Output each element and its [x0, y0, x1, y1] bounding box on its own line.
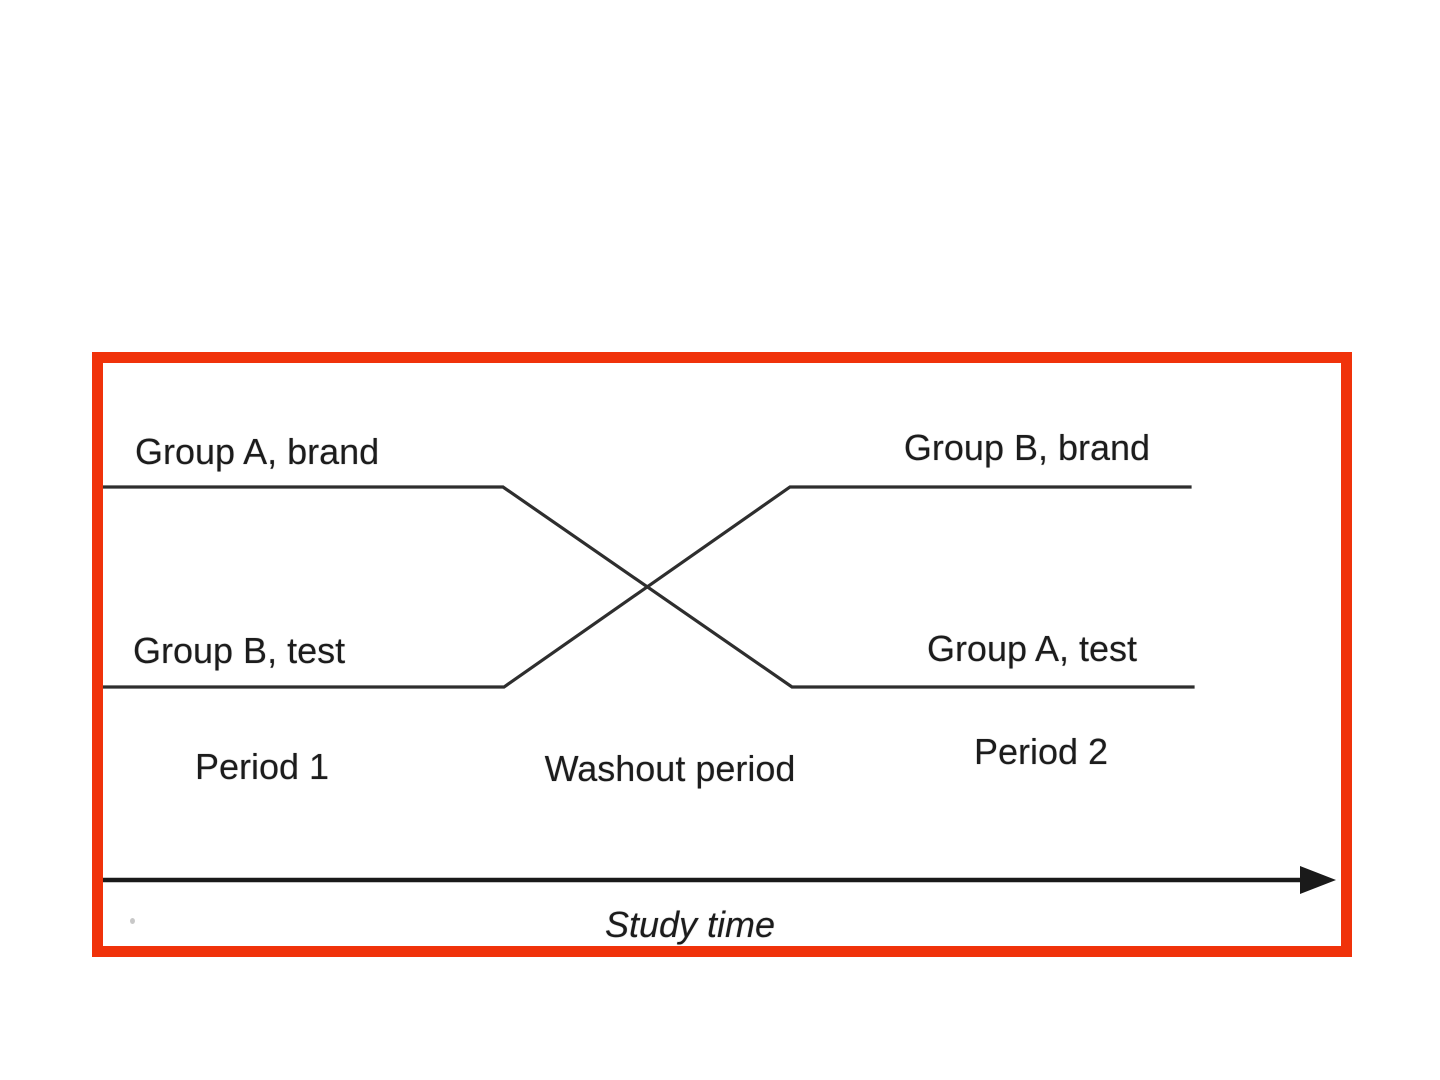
- label-washout-period: Washout period: [544, 748, 796, 789]
- scan-artifact-dot: [130, 918, 135, 924]
- label-group-a-test: Group A, test: [926, 628, 1138, 669]
- label-group-b-brand: Group B, brand: [903, 427, 1151, 468]
- label-study-time: Study time: [604, 904, 776, 945]
- label-period-1: Period 1: [194, 746, 330, 787]
- label-group-a-brand: Group A, brand: [135, 431, 380, 472]
- time-axis-arrowhead-icon: [1300, 866, 1336, 894]
- label-group-b-test: Group B, test: [133, 630, 346, 671]
- group-b-path-line: [101, 485, 1192, 689]
- label-period-2: Period 2: [973, 731, 1109, 772]
- highlight-frame: [92, 352, 1352, 957]
